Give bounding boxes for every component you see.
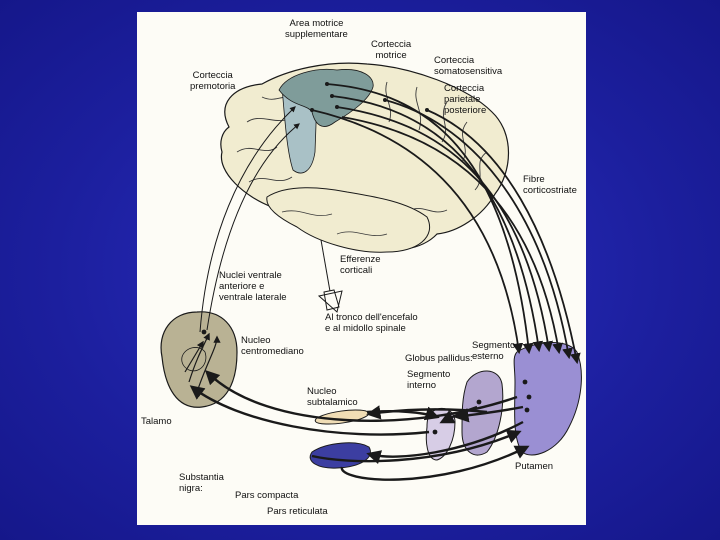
diagram-panel: Area motrice supplementare Corteccia mot… <box>137 12 586 525</box>
label-putamen: Putamen <box>515 461 554 472</box>
label-nucleo-centromediano: Nucleo centromediano <box>241 335 304 357</box>
thalamocortical-projections <box>199 106 300 333</box>
corticostriate-fibres <box>311 83 581 365</box>
internal-pathways <box>189 369 530 481</box>
label-nucleo-subtalamico: Nucleo subtalamico <box>307 386 358 408</box>
label-fibre-corticostriate: Fibre corticostriate <box>523 174 577 196</box>
label-corteccia-parietale: Corteccia parietale posteriore <box>444 83 487 116</box>
label-al-tronco: Al tronco dell'encefalo e al midollo spi… <box>325 312 418 334</box>
substantia-nigra <box>309 442 371 469</box>
label-corteccia-premotoria: Corteccia premotoria <box>190 70 236 92</box>
label-segmento-interno: Segmento interno <box>407 369 451 391</box>
thalamic-fibres <box>184 332 221 393</box>
label-talamo: Talamo <box>141 416 172 427</box>
efferenze-arrow <box>317 239 343 313</box>
label-segmento-esterno: Segmento esterno <box>472 340 516 362</box>
centromedian-nucleus <box>181 347 207 372</box>
label-nuclei-ventrale: Nuclei ventrale anteriore e ventrale lat… <box>219 270 287 303</box>
label-efferenze-corticali: Efferenze corticali <box>340 254 381 276</box>
label-corteccia-somatosensitiva: Corteccia somatosensitiva <box>434 55 503 77</box>
putamen <box>513 342 582 456</box>
label-pars-compacta: Pars compacta <box>235 490 299 501</box>
nuclei-dots <box>201 82 532 435</box>
label-substantia-nigra: Substantia nigra: <box>179 472 224 494</box>
label-globus-pallidus: Globus pallidus: <box>405 353 473 364</box>
temporal-lobe <box>266 187 430 253</box>
basal-ganglia-diagram <box>160 62 582 481</box>
label-corteccia-motrice: Corteccia motrice <box>371 39 412 61</box>
label-area-motrice: Area motrice supplementare <box>285 18 348 40</box>
label-pars-reticulata: Pars reticulata <box>267 506 328 517</box>
